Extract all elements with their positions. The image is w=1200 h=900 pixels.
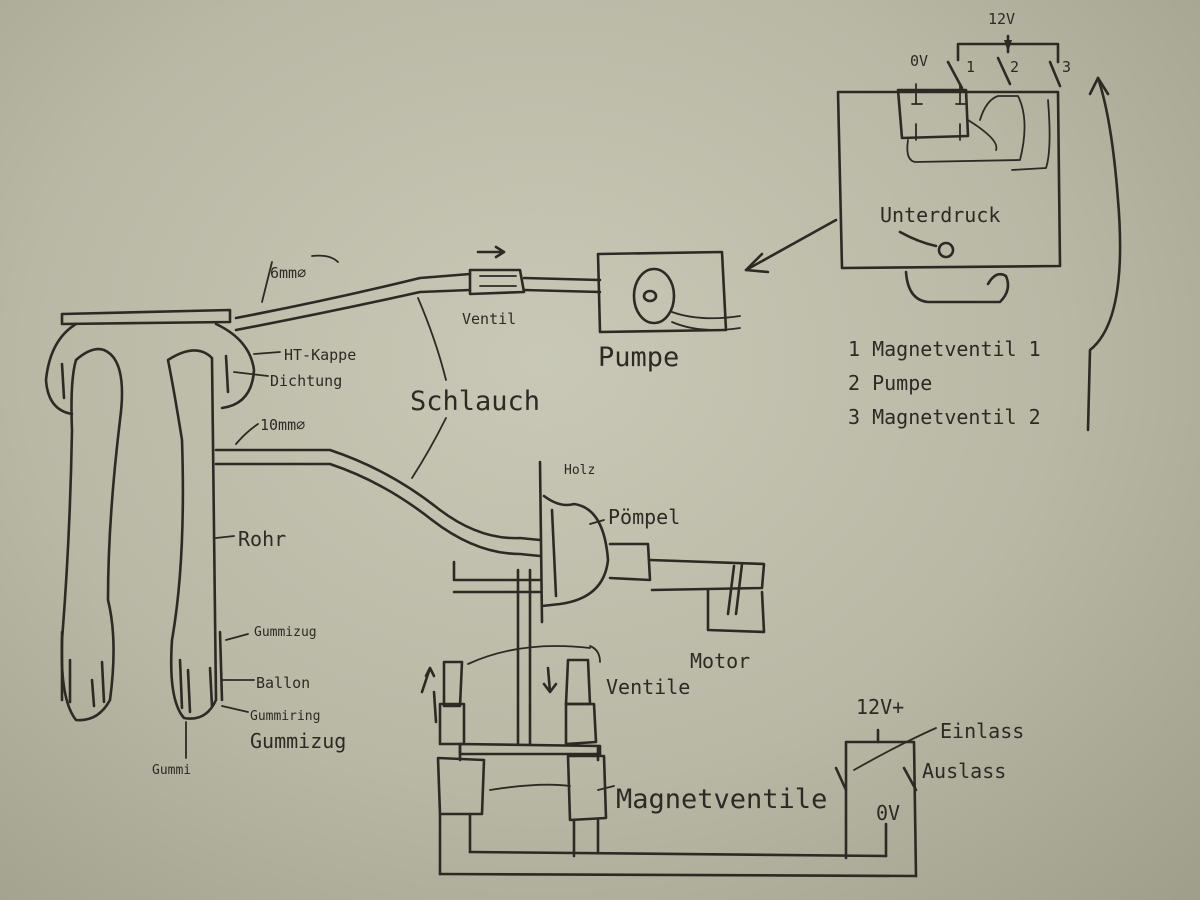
label-gummizug: Gummizug — [254, 625, 317, 640]
schlauch-leaders — [411, 297, 447, 479]
label-magnetventile: Magnetventile — [616, 784, 827, 815]
label-gummi: Gummi — [152, 763, 191, 778]
label-12v-top: 12V — [988, 10, 1015, 28]
label-switch-2: 2 — [1010, 58, 1019, 76]
label-pumpe: Pumpe — [598, 342, 679, 373]
legend-item-2: 2 Pumpe — [848, 371, 932, 395]
label-gummiring: Gummiring — [250, 709, 320, 724]
label-auslass: Auslass — [922, 759, 1006, 783]
switch-box — [744, 34, 1122, 432]
label-6mm: 6mm∅ — [270, 264, 306, 282]
label-rohr: Rohr — [238, 527, 286, 551]
legend-item-3: 3 Magnetventil 2 — [848, 405, 1041, 429]
label-dichtung: Dichtung — [270, 372, 342, 390]
label-leaders — [185, 351, 281, 759]
label-gummizug-2: Gummizug — [250, 729, 346, 753]
label-einlass: Einlass — [940, 719, 1024, 743]
pump — [476, 245, 741, 334]
legend-item-1: 1 Magnetventil 1 — [848, 337, 1041, 361]
label-12v-plus: 12V+ — [856, 695, 904, 719]
label-holz: Holz — [564, 463, 595, 478]
label-ballon: Ballon — [256, 674, 310, 692]
upper-hose — [234, 254, 602, 332]
label-switch-1: 1 — [966, 58, 975, 76]
label-schlauch: Schlauch — [410, 386, 540, 417]
label-ventil: Ventil — [462, 310, 516, 328]
label-10mm: 10mm∅ — [260, 416, 305, 434]
label-switch-3: 3 — [1062, 58, 1071, 76]
label-0v-top: 0V — [910, 52, 928, 70]
label-ht-kappe: HT-Kappe — [284, 346, 356, 364]
label-0v-bottom: 0V — [876, 801, 900, 825]
lower-valves — [420, 560, 937, 878]
label-unterdruck: Unterdruck — [880, 203, 1000, 227]
label-ventile: Ventile — [606, 675, 690, 699]
label-poempel: Pömpel — [608, 505, 680, 529]
label-motor: Motor — [690, 649, 750, 673]
poempel-assembly — [538, 460, 766, 634]
rohr-assembly — [44, 308, 542, 722]
